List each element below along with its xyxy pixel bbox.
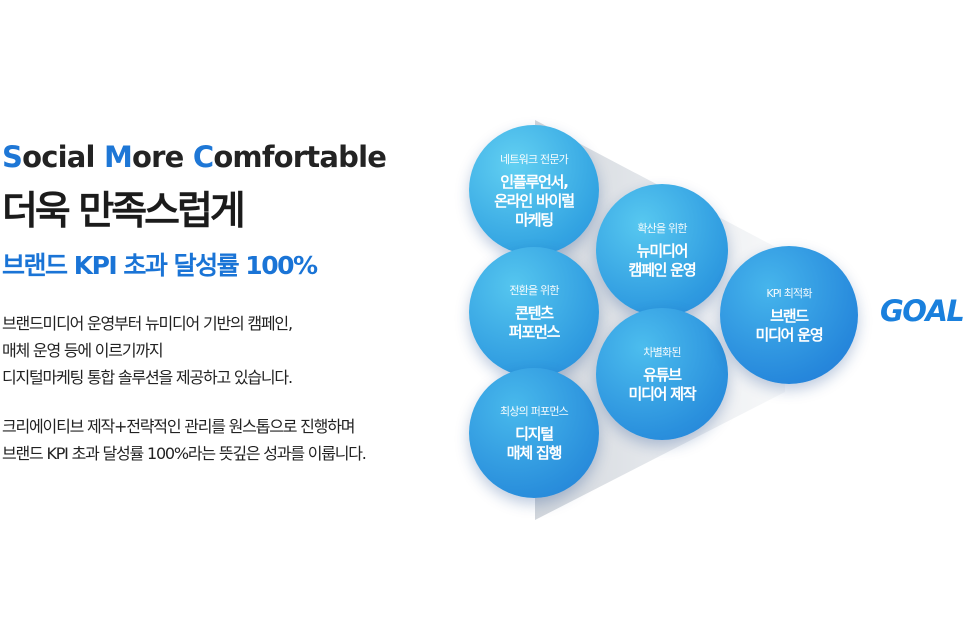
description-paragraph-2: 크리에이티브 제작+전략적인 관리를 원스톱으로 진행하며 브랜드 KPI 초과… xyxy=(2,413,442,467)
headline-en-part: ore xyxy=(132,140,193,174)
headline-korean: 더욱 만족스럽게 xyxy=(2,189,246,234)
intro-text-block: Social More Comfortable 더욱 만족스럽게 브랜드 KPI… xyxy=(2,140,442,467)
paragraph-line: 디지털마케팅 통합 솔루션을 제공하고 있습니다. xyxy=(2,368,293,387)
headline-en-part: S xyxy=(2,140,23,174)
headline-en-part: omfortable xyxy=(213,140,387,174)
kpi-subheadline: 브랜드 KPI 초과 달성률 100% xyxy=(2,251,318,280)
circle-caption: KPI 최적화 xyxy=(766,287,812,300)
circle-caption: 최상의 퍼포먼스 xyxy=(500,405,569,418)
circle-title: 콘텐츠 퍼포먼스 xyxy=(508,304,561,341)
circle-youtube-production: 차별화된 유튜브 미디어 제작 xyxy=(596,308,728,440)
goal-label: GOAL xyxy=(880,294,965,328)
circle-caption: 네트워크 전문가 xyxy=(500,152,569,166)
headline-english: Social More Comfortable xyxy=(2,140,442,174)
paragraph-line: 크리에이티브 제작+전략적인 관리를 원스톱으로 진행하며 xyxy=(2,417,355,436)
circle-title: 뉴미디어 캠페인 운영 xyxy=(628,242,696,279)
circle-title: 브랜드 미디어 운영 xyxy=(755,307,823,344)
circle-caption: 전환을 위한 xyxy=(509,284,559,297)
circle-influencer: 네트워크 전문가 인플루언서, 온라인 바이럴 마케팅 xyxy=(469,125,599,255)
circle-new-media-campaign: 확산을 위한 뉴미디어 캠페인 운영 xyxy=(596,184,728,316)
circle-title: 디지털 매체 집행 xyxy=(506,425,563,462)
circle-caption: 차별화된 xyxy=(643,346,681,359)
circle-content-performance: 전환을 위한 콘텐츠 퍼포먼스 xyxy=(469,247,599,377)
circle-digital-media: 최상의 퍼포먼스 디지털 매체 집행 xyxy=(469,368,599,498)
paragraph-line: 브랜드미디어 운영부터 뉴미디어 기반의 캠페인, xyxy=(2,314,293,333)
circle-title: 유튜브 미디어 제작 xyxy=(628,366,696,403)
headline-en-part: ocial xyxy=(22,140,104,174)
circle-caption: 확산을 위한 xyxy=(637,222,687,235)
description-paragraph-1: 브랜드미디어 운영부터 뉴미디어 기반의 캠페인, 매체 운영 등에 이르기까지… xyxy=(2,310,442,391)
circle-brand-media: KPI 최적화 브랜드 미디어 운영 xyxy=(720,246,858,384)
headline-en-part: C xyxy=(192,140,214,174)
paragraph-line: 브랜드 KPI 초과 달성률 100%라는 뜻깊은 성과를 이룹니다. xyxy=(2,444,367,463)
circle-title: 인플루언서, 온라인 바이럴 마케팅 xyxy=(494,172,575,229)
paragraph-line: 매체 운영 등에 이르기까지 xyxy=(2,341,164,360)
headline-en-part: M xyxy=(103,140,133,174)
